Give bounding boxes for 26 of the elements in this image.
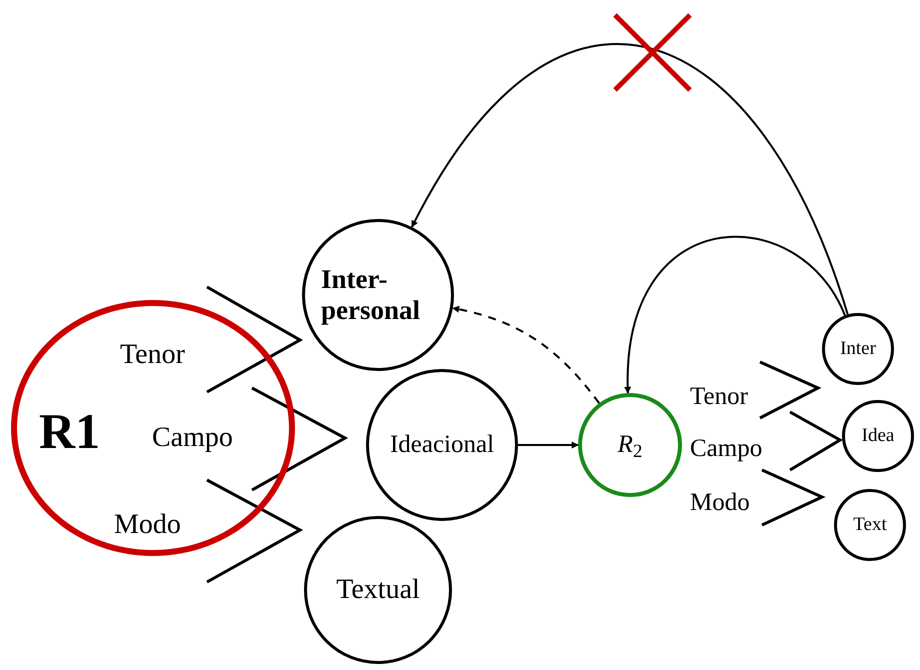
circle-node: [304, 516, 452, 664]
circle-node: [302, 219, 454, 371]
node-label: Tenor: [120, 341, 185, 369]
circle-node: [366, 369, 518, 521]
node-label: Campo: [152, 424, 233, 452]
circle-node: [842, 400, 914, 472]
node-label: Idea: [862, 424, 894, 448]
arrow: [518, 442, 579, 448]
node-label: R1: [39, 406, 100, 456]
arrow: [452, 306, 600, 404]
circle-node: [578, 393, 682, 497]
arrow: [411, 44, 849, 315]
text-label: Tenor: [690, 384, 748, 409]
ellipse-node: [11, 300, 295, 556]
text-label: Campo: [690, 436, 762, 461]
node-label: Inter-personal: [320, 264, 422, 326]
node-label: Modo: [114, 511, 181, 539]
text-label: Modo: [690, 490, 750, 515]
node-label: R$_{2}$: [618, 430, 642, 464]
node-label: Text: [853, 512, 887, 537]
node-label: Inter: [840, 336, 876, 361]
circle-node: [822, 313, 894, 385]
node-label: Ideacional: [390, 430, 494, 460]
circle-node: [834, 489, 906, 561]
arrow: [624, 236, 846, 394]
node-label: Textual: [336, 573, 420, 607]
